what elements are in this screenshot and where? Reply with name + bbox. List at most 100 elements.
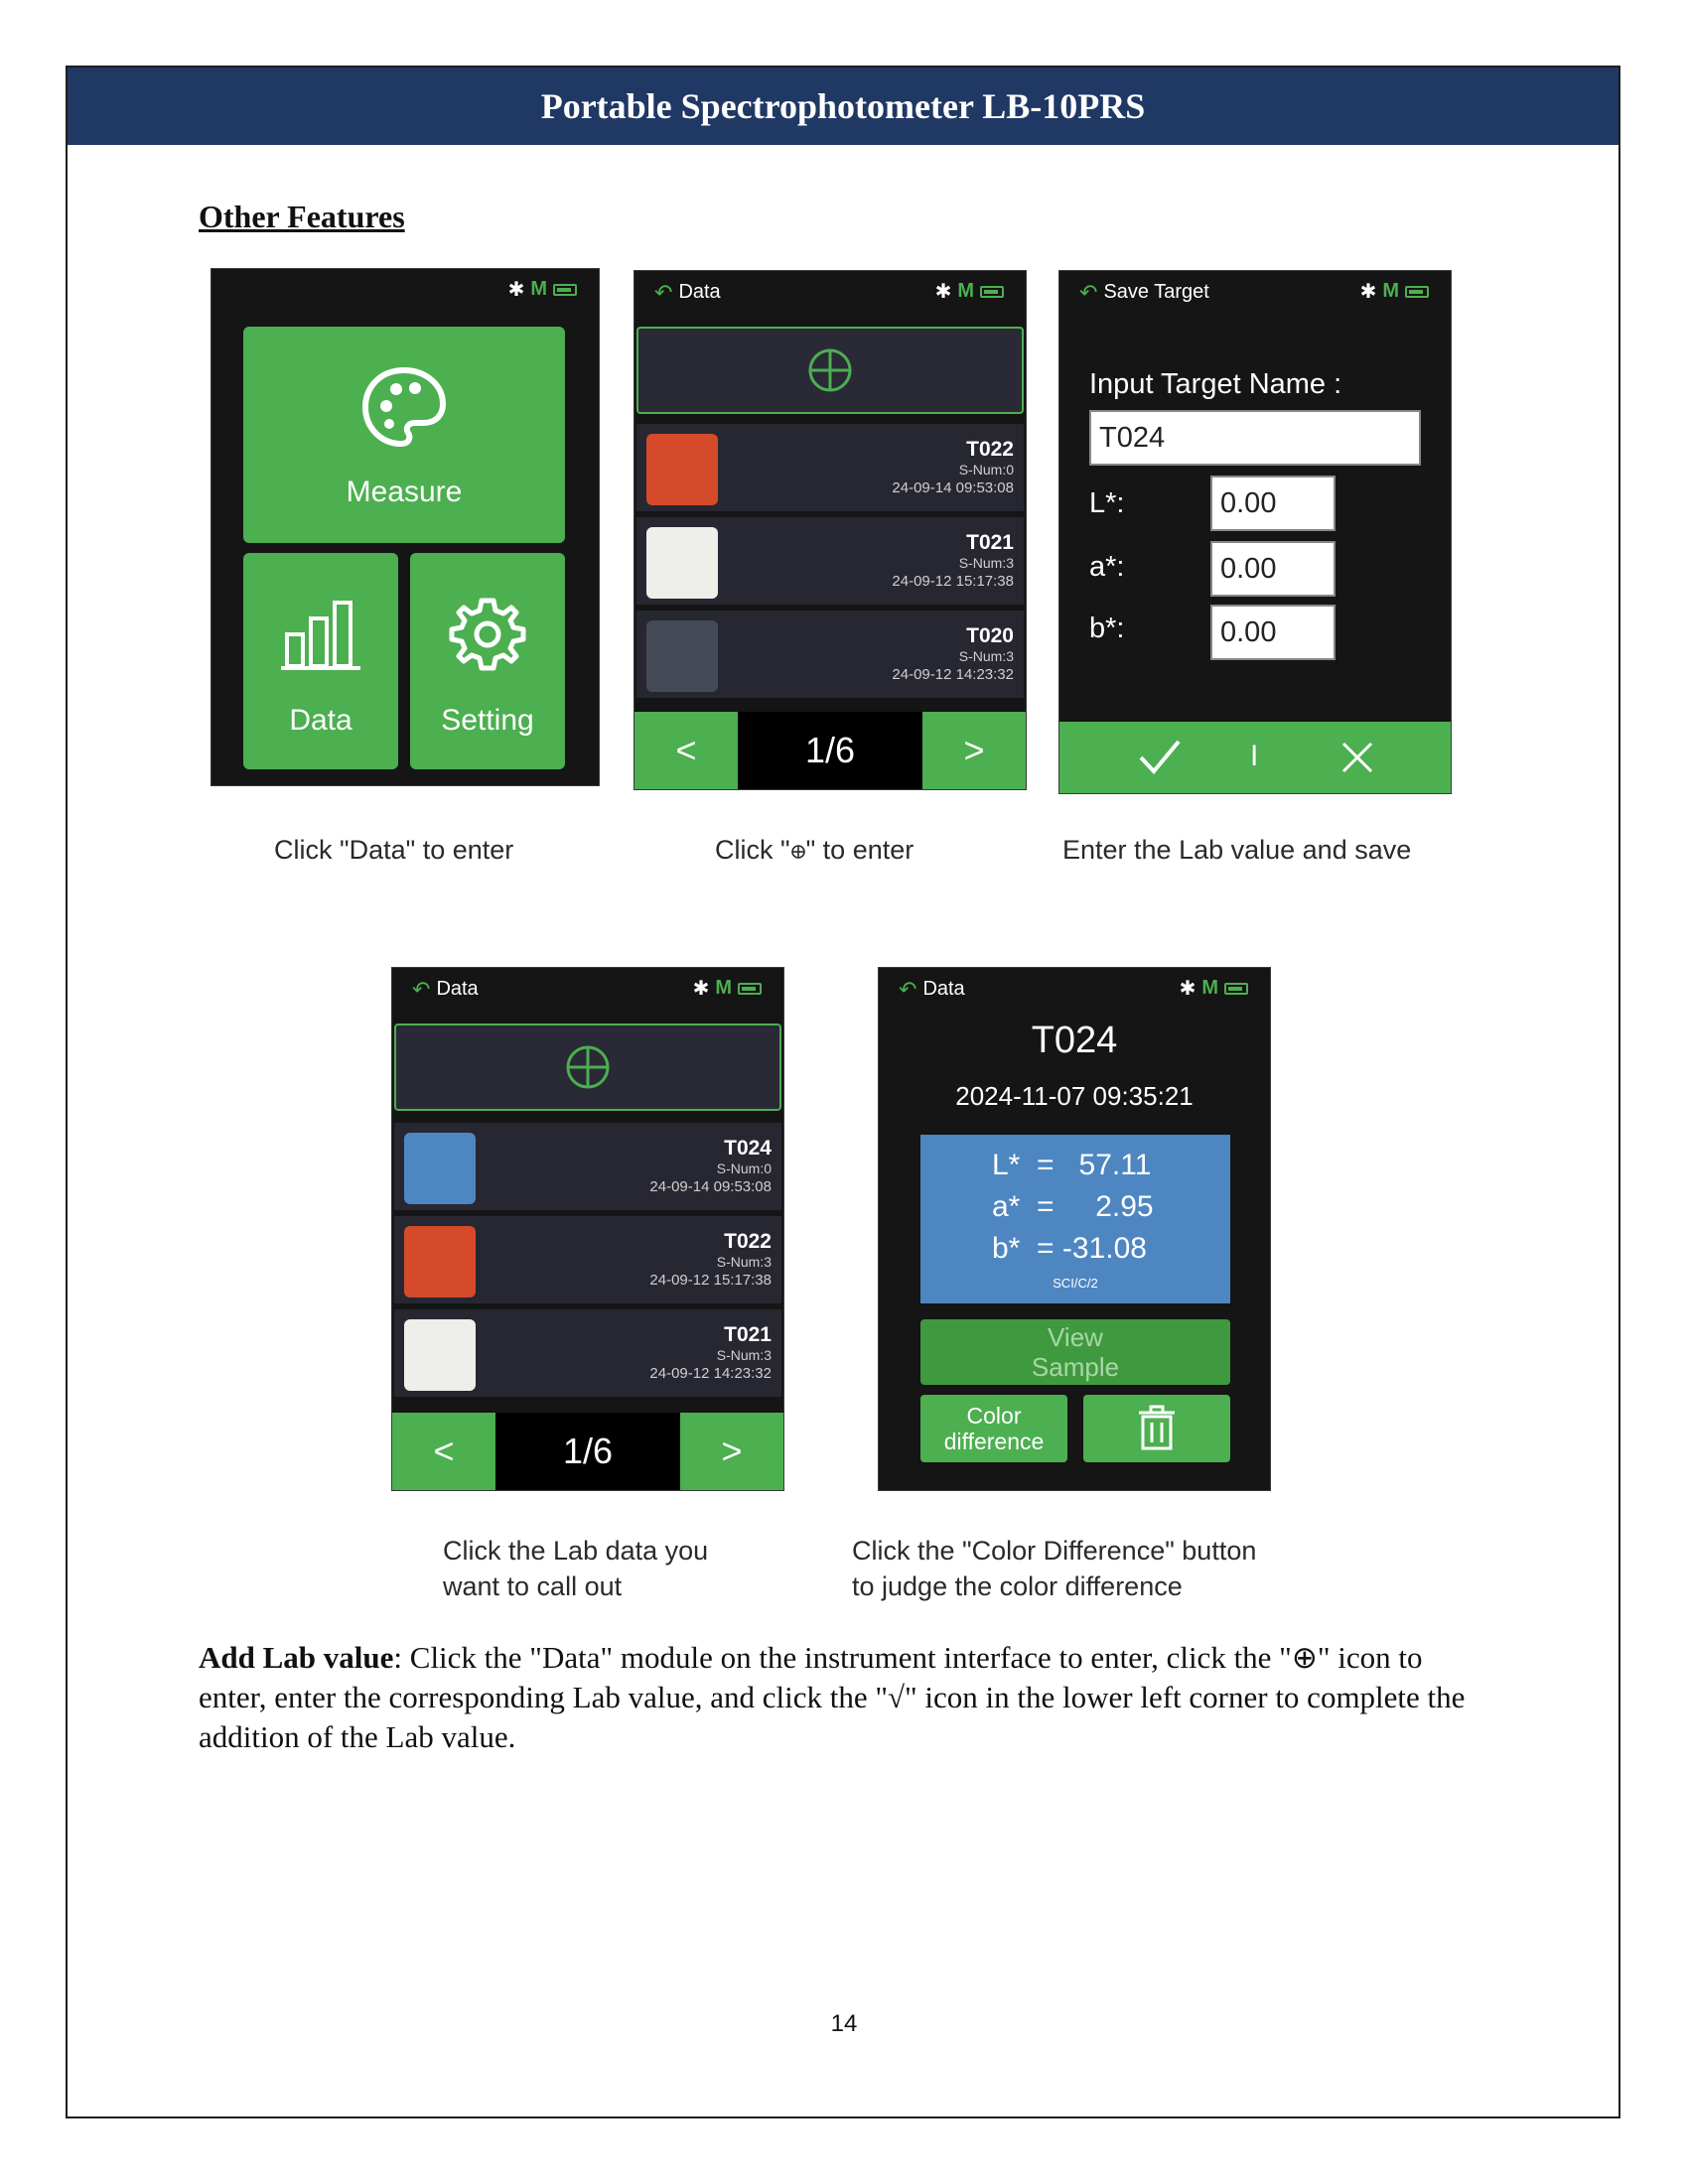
color-swatch xyxy=(404,1319,476,1391)
view-sample-button[interactable]: View Sample xyxy=(920,1319,1230,1385)
list-item[interactable]: T022 S-Num:0 24-09-14 09:53:08 xyxy=(636,424,1024,511)
data-label: Data xyxy=(289,704,352,737)
record-snum: S-Num:3 xyxy=(716,1254,772,1270)
status-bar: ↶ Data ✱ M xyxy=(879,968,1270,1008)
next-page-button[interactable]: > xyxy=(680,1413,783,1490)
section-title: Other Features xyxy=(199,199,405,234)
status-bar: ↶ Data ✱ M xyxy=(634,271,1026,311)
page-number: 14 xyxy=(830,2010,858,2037)
caption-select-record: Click the Lab data you want to call out xyxy=(443,1533,708,1604)
prev-page-button[interactable]: < xyxy=(392,1413,495,1490)
action-separator: I xyxy=(1250,740,1259,772)
measure-tile[interactable]: Measure xyxy=(243,327,565,543)
b-value-input[interactable]: 0.00 xyxy=(1210,605,1336,660)
data-list-screen: ↶ Data ✱ M T022 S-Num:0 24-09-14 09:53:0… xyxy=(633,270,1027,790)
back-button[interactable]: ↶ Data xyxy=(412,978,479,1001)
prev-page-button[interactable]: < xyxy=(634,712,738,789)
a-label: a*: xyxy=(1089,551,1125,583)
status-icons: ✱ M xyxy=(508,277,577,302)
check-icon[interactable] xyxy=(1137,738,1183,777)
caption-line: to judge the color difference xyxy=(852,1571,1183,1601)
bar-chart-icon xyxy=(281,601,360,670)
caption-save-target: Enter the Lab value and save xyxy=(1062,835,1412,865)
page-indicator: 1/6 xyxy=(804,730,856,770)
delete-button[interactable] xyxy=(1083,1395,1230,1462)
record-snum: S-Num:3 xyxy=(958,648,1014,664)
record-snum: S-Num:0 xyxy=(958,462,1014,478)
back-label: Save Target xyxy=(1103,281,1209,303)
target-name-input[interactable]: T024 xyxy=(1089,410,1421,466)
mode-indicator: M xyxy=(715,977,732,999)
b-label: b*: xyxy=(1089,613,1125,644)
add-record-button[interactable] xyxy=(394,1024,781,1111)
list-item[interactable]: T024 S-Num:0 24-09-14 09:53:08 xyxy=(394,1123,781,1210)
record-date: 24-09-12 15:17:38 xyxy=(892,573,1014,590)
action-bar: I xyxy=(1059,722,1451,793)
diff-label-line: Color xyxy=(966,1403,1022,1429)
back-button[interactable]: ↶ Data xyxy=(899,978,965,1001)
data-tile[interactable]: Data xyxy=(243,553,398,769)
record-name: T021 xyxy=(724,1323,772,1346)
caption-home: Click "Data" to enter xyxy=(274,835,514,865)
back-button[interactable]: ↶ Save Target xyxy=(1079,281,1209,304)
record-snum: S-Num:3 xyxy=(958,555,1014,571)
back-arrow-icon: ↶ xyxy=(654,279,673,305)
list-item[interactable]: T021 S-Num:3 24-09-12 14:23:32 xyxy=(394,1309,781,1397)
l-value: L* = 57.11 xyxy=(992,1149,1152,1181)
record-name: T022 xyxy=(724,1230,772,1253)
battery-icon xyxy=(1224,982,1248,995)
bluetooth-icon: ✱ xyxy=(692,978,710,1000)
record-name: T021 xyxy=(966,531,1014,554)
bluetooth-icon: ✱ xyxy=(1359,281,1377,303)
color-swatch xyxy=(646,620,718,692)
status-bar: ↶ Data ✱ M xyxy=(392,968,783,1008)
record-snum: S-Num:3 xyxy=(716,1347,772,1363)
next-page-button[interactable]: > xyxy=(922,712,1026,789)
caption-line: want to call out xyxy=(443,1571,623,1601)
l-value-input[interactable]: 0.00 xyxy=(1210,476,1336,531)
setting-tile[interactable]: Setting xyxy=(410,553,565,769)
close-icon[interactable] xyxy=(1339,740,1375,775)
measure-mode: SCI/C/2 xyxy=(1053,1276,1098,1291)
status-icons: ✱ M xyxy=(935,279,1004,304)
mode-indicator: M xyxy=(530,278,547,300)
back-button[interactable]: ↶ Data xyxy=(654,281,721,304)
home-screen: ✱ M Measure Data Setting xyxy=(211,268,600,786)
paragraph-body: : Click the "Data" module on the instrum… xyxy=(199,1640,1466,1754)
caption-suffix: " to enter xyxy=(805,835,914,865)
add-record-button[interactable] xyxy=(636,327,1024,414)
caption-line: Click the "Color Difference" button xyxy=(852,1536,1257,1566)
battery-icon xyxy=(553,283,577,296)
record-title: T024 xyxy=(1031,1020,1118,1061)
l-label: L*: xyxy=(1089,487,1125,519)
paragraph-heading: Add Lab value xyxy=(199,1640,394,1675)
page-title: Portable Spectrophotometer LB-10PRS xyxy=(540,86,1146,126)
record-name: T022 xyxy=(966,438,1014,461)
pagination-bar: < 1/6 > xyxy=(634,712,1026,789)
view-label-line: View xyxy=(1048,1322,1103,1352)
back-arrow-icon: ↶ xyxy=(899,976,917,1002)
back-label: Data xyxy=(922,978,965,1000)
caption-data-list: Click "" to enter xyxy=(715,832,914,868)
back-arrow-icon: ↶ xyxy=(412,976,431,1002)
a-value: a* = 2.95 xyxy=(992,1190,1154,1223)
add-circle-icon xyxy=(808,348,852,392)
mode-indicator: M xyxy=(957,280,974,302)
view-label-line: Sample xyxy=(1031,1352,1120,1382)
setting-label: Setting xyxy=(441,704,534,737)
list-item[interactable]: T020 S-Num:3 24-09-12 14:23:32 xyxy=(636,611,1024,698)
bluetooth-icon: ✱ xyxy=(507,279,525,301)
color-swatch xyxy=(404,1226,476,1297)
list-item[interactable]: T022 S-Num:3 24-09-12 15:17:38 xyxy=(394,1216,781,1303)
record-date: 24-09-14 09:53:08 xyxy=(649,1178,772,1195)
trash-icon xyxy=(1139,1405,1175,1450)
record-date: 24-09-12 14:23:32 xyxy=(892,666,1014,683)
a-value-input[interactable]: 0.00 xyxy=(1210,541,1336,597)
list-item[interactable]: T021 S-Num:3 24-09-12 15:17:38 xyxy=(636,517,1024,605)
color-difference-button[interactable]: Color difference xyxy=(920,1395,1067,1462)
back-label: Data xyxy=(678,281,721,303)
battery-icon xyxy=(738,982,762,995)
record-name: T020 xyxy=(966,624,1014,647)
record-name: T024 xyxy=(724,1137,772,1160)
record-snum: S-Num:0 xyxy=(716,1160,772,1176)
